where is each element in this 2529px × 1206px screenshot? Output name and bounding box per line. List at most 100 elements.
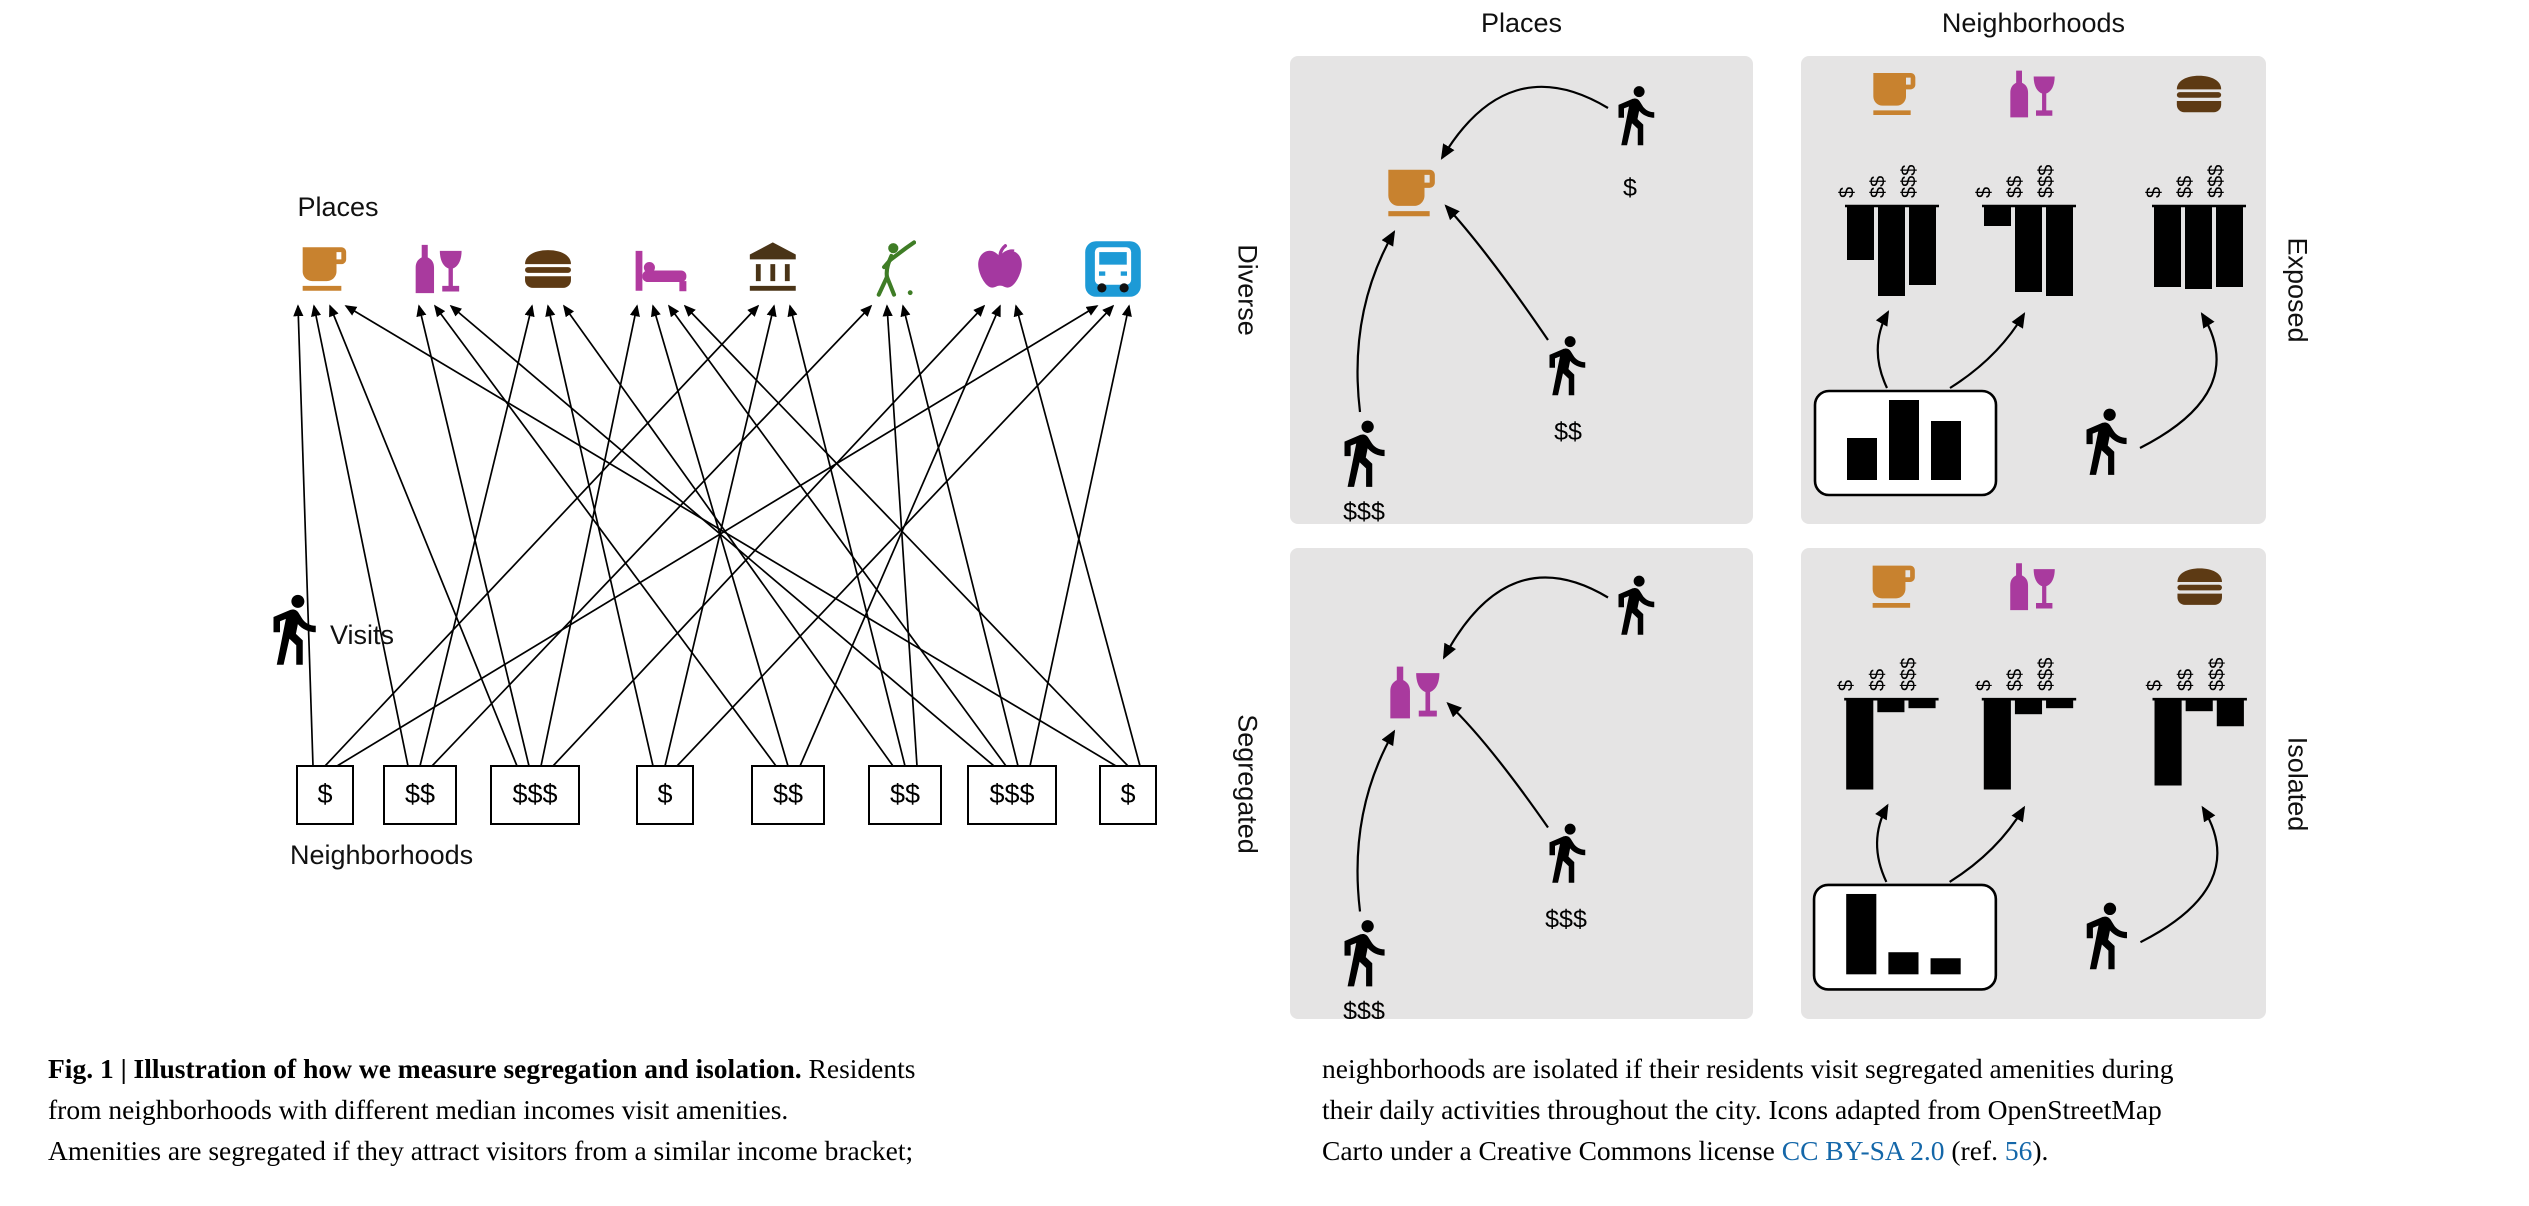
income-tick-label: $ <box>1973 680 1995 691</box>
visit-edge <box>449 304 995 767</box>
caption-line: their daily activities throughout the ci… <box>1322 1094 2162 1125</box>
neighborhood-income: $ <box>317 779 332 809</box>
income-tick-label: $$$ <box>2036 165 2058 198</box>
person-icon <box>2086 408 2127 475</box>
caption-text: Residents <box>801 1053 916 1084</box>
neighborhood-income: $$ <box>405 779 435 809</box>
coffee-icon <box>302 247 347 291</box>
bar <box>2015 206 2042 292</box>
bed-icon <box>635 250 687 292</box>
places-column-header: Places <box>1480 8 1563 38</box>
caption-line: Carto under a Creative Commons license C… <box>1322 1130 2482 1171</box>
panel-diverse: $ $$ $$$ <box>1290 56 1753 524</box>
caption-title: Illustration of how we measure segregati… <box>133 1053 802 1084</box>
burger-icon <box>2176 75 2222 113</box>
person-icon <box>1618 575 1655 635</box>
exposed-wine-chart: $$$$$$ <box>1974 165 2076 296</box>
visit-edge <box>336 305 1099 767</box>
bar <box>1889 400 1919 480</box>
visit-edge <box>431 304 873 767</box>
visits-label: Visits <box>330 620 394 650</box>
neighborhoods-column-header: Neighborhoods <box>1941 8 2126 38</box>
coffee-icon <box>1388 169 1435 217</box>
diverse-label: Diverse <box>1232 244 1263 336</box>
wine-icon <box>2010 70 2055 118</box>
ref-link[interactable]: 56 <box>2004 1135 2033 1166</box>
panel-isolated: $$$$$$ $$$$$$ $$$$$$ <box>1801 548 2266 1019</box>
wine-icon <box>1390 666 1440 719</box>
visit-arrow <box>2139 805 2219 944</box>
bar <box>2046 206 2073 296</box>
bar <box>1878 206 1905 296</box>
golf-icon <box>879 242 914 295</box>
license-link[interactable]: CC BY-SA 2.0 <box>1781 1135 1945 1166</box>
isolated-wine-chart: $$$$$$ <box>1973 658 2077 790</box>
neighborhood-income: $ <box>657 779 672 809</box>
neighborhood-box: $$ <box>383 765 457 825</box>
visit-edge <box>433 304 777 767</box>
visit-arrow <box>1356 729 1396 912</box>
visit-arrow <box>2139 312 2218 449</box>
visit-arrow <box>1949 805 2026 883</box>
income-label: $$$ <box>1343 998 1385 1020</box>
isolated-burger-chart: $$$$$$ <box>2144 658 2247 786</box>
neighborhood-box: $ <box>636 765 694 825</box>
coffee-icon <box>1872 565 1915 608</box>
income-tick-label: $$ <box>2175 669 2197 691</box>
caption-line: from neighborhoods with different median… <box>48 1094 789 1125</box>
visit-arrow <box>1875 803 1889 883</box>
apple-icon <box>976 244 1024 290</box>
visit-edge <box>900 304 1019 767</box>
bar <box>2216 206 2243 287</box>
income-tick-label: $$$ <box>1898 658 1920 692</box>
visit-arrow <box>1444 204 1549 341</box>
visit-arrow <box>1442 576 1609 660</box>
income-tick-label: $$$ <box>2206 165 2228 198</box>
visit-edge <box>324 304 760 767</box>
person-icon <box>1549 823 1586 883</box>
visit-edge <box>676 304 1115 767</box>
visit-edge <box>1029 304 1132 767</box>
visit-edge <box>329 304 518 767</box>
income-tick-label: $$ <box>1868 176 1890 198</box>
neighborhood-income: $$ <box>773 779 803 809</box>
income-tick-label: $$ <box>1867 669 1889 691</box>
visit-edge <box>344 305 1117 767</box>
visit-edge <box>787 304 906 767</box>
visit-edge <box>540 304 640 767</box>
visit-arrow <box>1440 85 1609 160</box>
visit-edge <box>552 304 986 767</box>
visit-edge <box>293 304 314 767</box>
neighborhoods-label: Neighborhoods <box>290 840 473 870</box>
visit-edge <box>650 304 789 767</box>
income-tick-label: $ <box>1837 187 1859 198</box>
income-tick-label: $$$ <box>2036 658 2058 692</box>
neighborhood-income: $$$ <box>989 779 1034 809</box>
exposed-label: Exposed <box>2282 237 2313 343</box>
museum-icon <box>749 242 796 291</box>
visit-edge <box>882 304 918 767</box>
neighborhood-box: $ <box>1099 765 1157 825</box>
exposed-diagram: $$$$$$ $$$$$$ $$$$$$ <box>1813 70 2246 497</box>
visit-arrow <box>1875 310 1890 389</box>
caption-text: ). <box>2032 1135 2049 1166</box>
visit-edge <box>1013 304 1141 767</box>
neighborhood-box: $$ <box>751 765 825 825</box>
neighborhood-income: $ <box>1120 779 1135 809</box>
coffee-icon <box>1873 73 1916 115</box>
neighborhood-box: $$ <box>868 765 942 825</box>
bar <box>1931 421 1961 480</box>
bar <box>1908 699 1936 709</box>
visit-edge <box>311 304 409 767</box>
burger-icon <box>2177 568 2222 605</box>
bar <box>2154 206 2181 287</box>
person-icon <box>1344 420 1385 487</box>
income-tick-label: $$ <box>2004 669 2026 691</box>
neighborhood-income: $$$ <box>512 779 557 809</box>
neighborhood-distribution-chart <box>1846 893 1961 975</box>
bar <box>1846 893 1877 975</box>
caption-right: neighborhoods are isolated if their resi… <box>1322 1048 2482 1171</box>
bar <box>1846 699 1874 790</box>
person-icon <box>2086 902 2127 970</box>
bar <box>1983 699 2011 790</box>
